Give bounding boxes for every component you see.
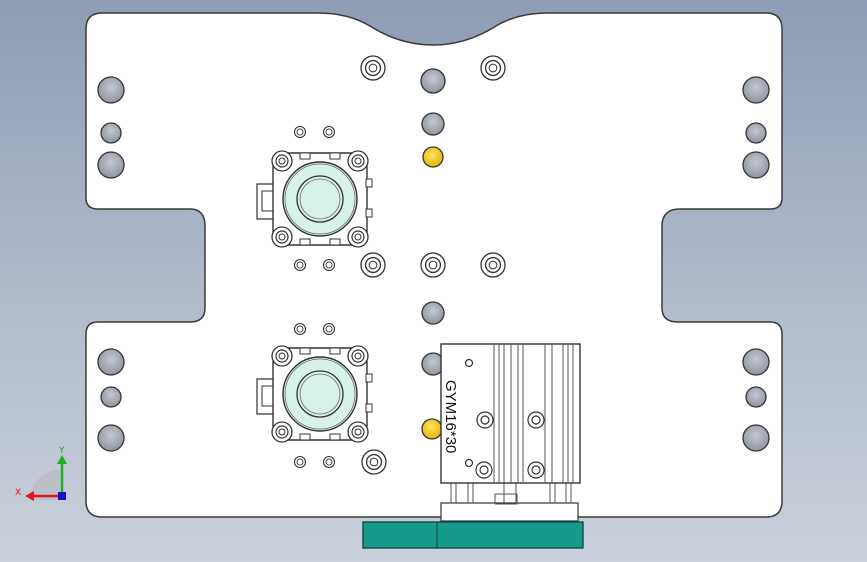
ring-hole [361,449,387,475]
grey-hole [420,68,446,94]
small-hole [322,322,336,336]
cylinder-rods [450,482,572,503]
grey-hole [742,151,770,179]
grey-hole [742,76,770,104]
grey-hole [745,122,767,144]
ring-hole [360,55,386,81]
cylinder-rod-plate [440,502,579,522]
yellow-hole [421,418,443,440]
grey-hole [421,112,445,136]
ring-hole [360,252,386,278]
grey-hole [100,122,122,144]
cylinder-model-label: GYM16*30 [442,380,459,453]
axis-triad: Y X [15,446,67,501]
ring-hole [420,252,446,278]
cylinder-grooves [493,344,574,483]
small-hole [293,125,307,139]
small-hole [322,258,336,272]
cylinder-screws [464,358,545,479]
ring-hole [480,55,506,81]
teal-base-block[interactable] [362,521,584,549]
small-hole [293,322,307,336]
axis-x-label: X [15,488,21,498]
grey-hole [97,151,125,179]
ring-hole [480,252,506,278]
small-hole [293,258,307,272]
air-cylinder[interactable]: GYM16*30 [440,343,581,522]
grey-hole [100,386,122,408]
yellow-hole [422,146,444,168]
rotary-module-2[interactable] [256,345,373,443]
grey-hole [97,76,125,104]
grey-hole [97,348,125,376]
grey-hole [742,348,770,376]
small-hole [322,455,336,469]
grey-hole [742,424,770,452]
grey-hole [97,424,125,452]
small-hole [293,455,307,469]
grey-hole [745,386,767,408]
small-hole [322,125,336,139]
axis-y-label: Y [58,446,65,456]
rotary-module-1[interactable] [256,150,373,248]
grey-hole [421,301,445,325]
